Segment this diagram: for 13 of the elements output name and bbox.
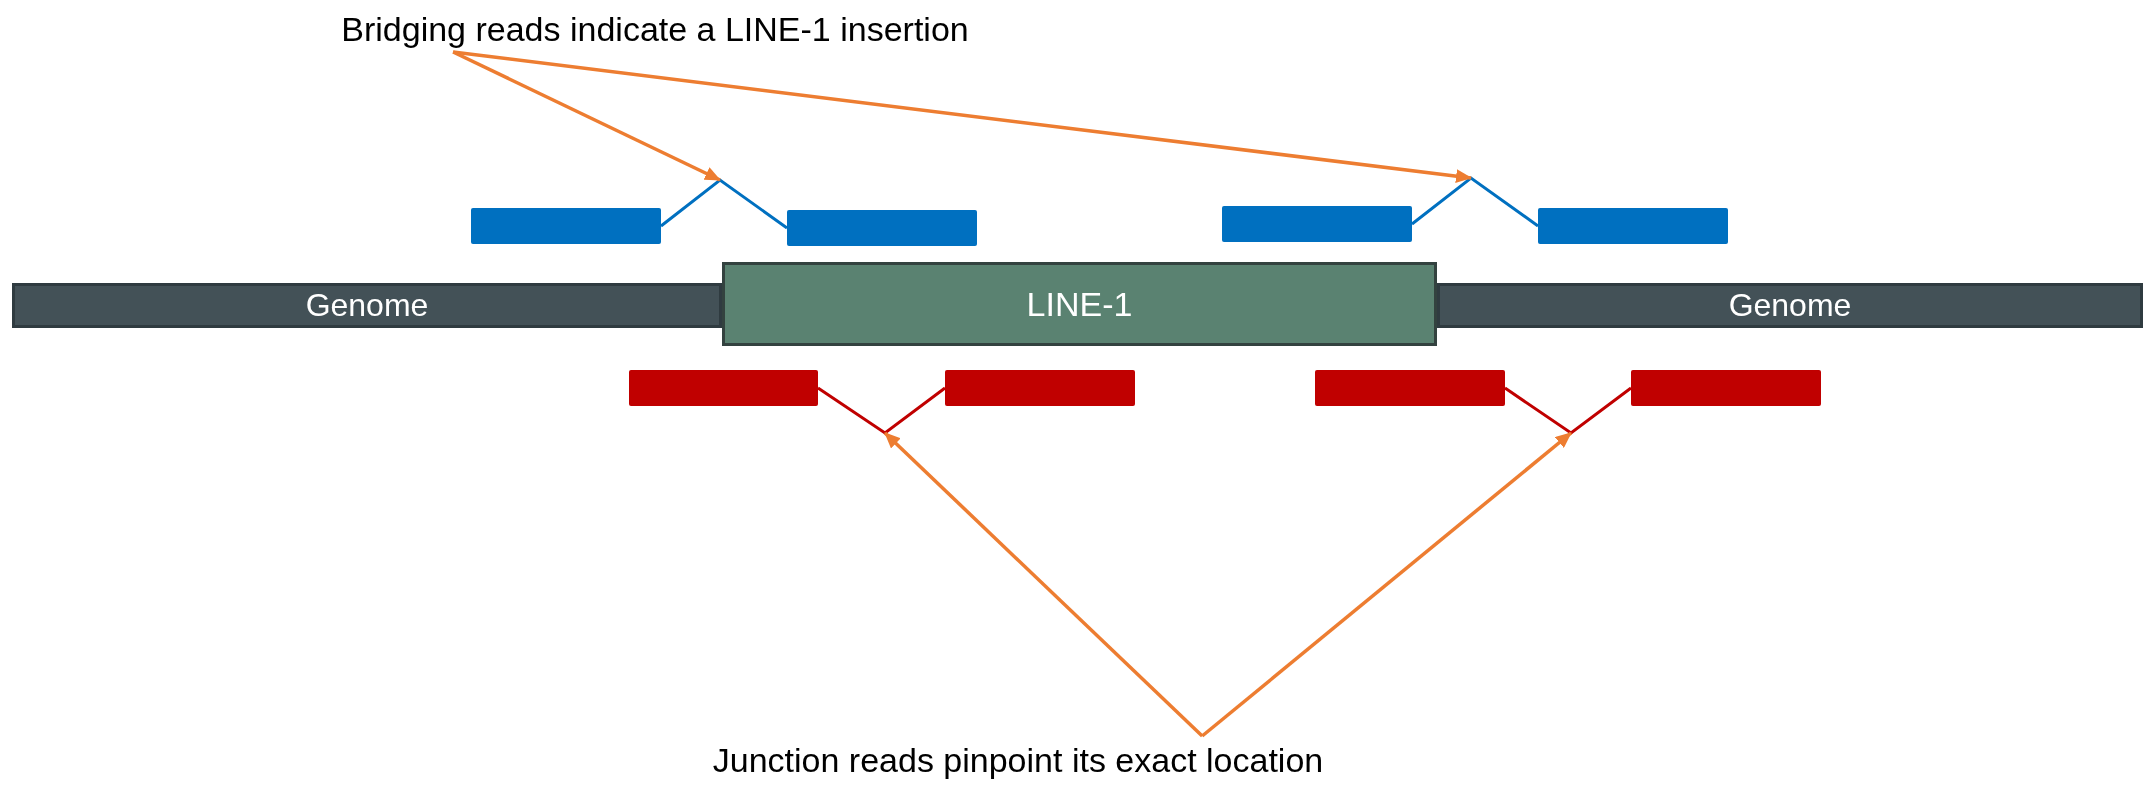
genome-bar: Genome [12,283,722,328]
split-read-drawing [471,178,977,246]
insertion-box: LINE-1 [722,262,1437,346]
split-read-drawing [1222,176,1728,244]
split-read-drawing [629,370,1135,435]
leader-arrow [452,50,721,182]
leader-arrow [1201,431,1573,738]
genome-bar: Genome [1437,283,2143,328]
leader-arrow [452,50,1472,184]
leader-arrow [883,431,1204,738]
split-read-drawing [1315,370,1821,435]
callout-text: Junction reads pinpoint its exact location [711,736,1325,784]
callout-text: Bridging reads indicate a LINE-1 insertion [339,6,971,52]
